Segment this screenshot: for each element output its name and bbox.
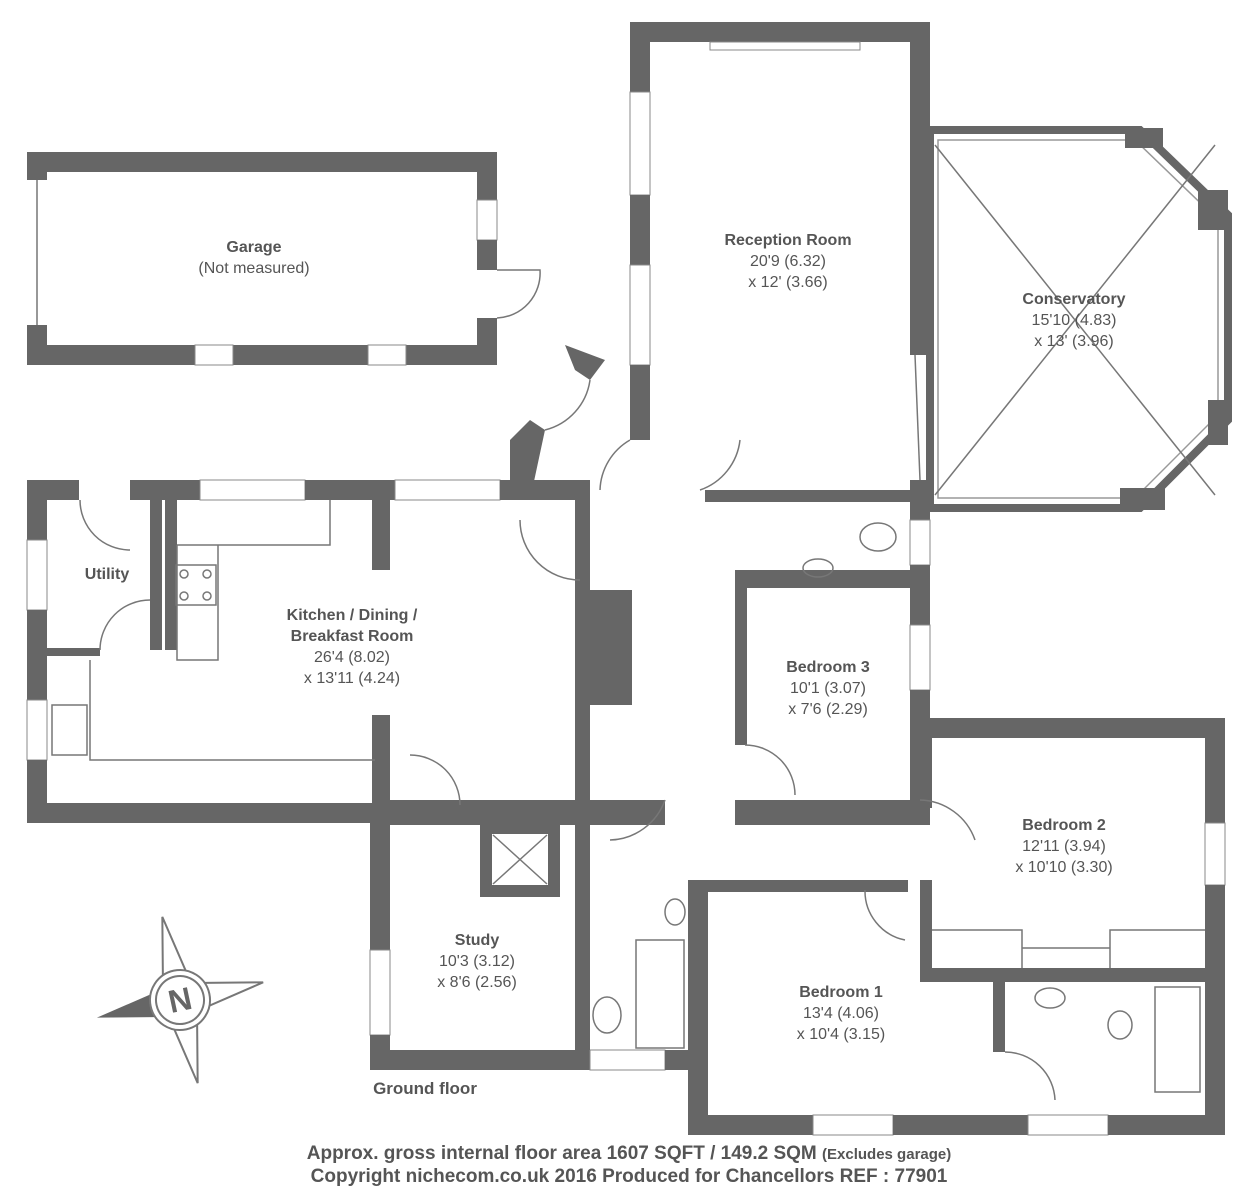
- room-dims: x 7'6 (2.29): [788, 701, 868, 718]
- room-dims: x 13' (3.96): [1034, 333, 1114, 350]
- area-text: Approx. gross internal floor area 1607 S…: [306, 1143, 817, 1164]
- room-dims: x 13'11 (4.24): [303, 670, 401, 687]
- room-dims: 15'10 (4.83): [1031, 312, 1117, 329]
- room-dims: x 12' (3.66): [748, 274, 828, 291]
- room-name: Bedroom 1: [799, 984, 883, 1001]
- room-name: Study: [454, 932, 500, 949]
- room-dims: 10'1 (3.07): [789, 680, 866, 697]
- room-label-bedroom2: Bedroom 2 12'11 (3.94) x 10'10 (3.30): [1015, 815, 1112, 878]
- room-dims: (Not measured): [198, 260, 310, 277]
- floor-label: Ground floor: [373, 1079, 477, 1098]
- entrance-walls: [510, 345, 741, 500]
- bedroom1-walls: [609, 799, 1225, 1136]
- room-name: Kitchen / Dining /: [286, 607, 418, 624]
- room-label-bedroom1: Bedroom 1 13'4 (4.06) x 10'4 (3.15): [797, 982, 885, 1045]
- room-name: Reception Room: [724, 232, 852, 249]
- room-dims: 13'4 (4.06): [803, 1005, 879, 1022]
- room-dims: 20'9 (6.32): [750, 253, 826, 270]
- room-name: Bedroom 2: [1022, 817, 1106, 834]
- room-name: Utility: [84, 566, 130, 583]
- footer-copyright: Copyright nichecom.co.uk 2016 Produced f…: [310, 1166, 948, 1187]
- room-dims: 10'3 (3.12): [438, 953, 515, 970]
- room-name: Conservatory: [1022, 291, 1126, 308]
- study-walls: [369, 754, 690, 1071]
- compass-icon: N: [96, 916, 264, 1084]
- room-label-conservatory: Conservatory 15'10 (4.83) x 13' (3.96): [1022, 289, 1125, 352]
- room-name: Bedroom 3: [786, 659, 870, 676]
- room-dims: 12'11 (3.94): [1022, 838, 1106, 855]
- room-label-kitchen: Kitchen / Dining / Breakfast Room 26'4 (8.…: [287, 605, 418, 689]
- room-dims: x 10'10 (3.30): [1015, 859, 1113, 876]
- room-name: Garage: [226, 239, 282, 256]
- room-dims: x 8'6 (2.56): [437, 974, 517, 991]
- room-label-bedroom3: Bedroom 3 10'1 (3.07) x 7'6 (2.29): [786, 657, 870, 720]
- room-label-garage: Garage (Not measured): [198, 237, 309, 279]
- room-label-reception: Reception Room 20'9 (6.32) x 12' (3.66): [724, 230, 851, 293]
- bedroom2-walls: [920, 718, 1226, 1135]
- room-dims: 26'4 (8.02): [313, 649, 390, 666]
- area-note: (Excludes garage): [822, 1146, 952, 1163]
- room-name: Breakfast Room: [290, 628, 414, 645]
- room-label-study: Study 10'3 (3.12) x 8'6 (2.56): [437, 930, 517, 993]
- garage-walls: [27, 152, 541, 366]
- room-label-utility: Utility: [85, 564, 129, 585]
- footer-area: Approx. gross internal floor area 1607 S…: [0, 1143, 1258, 1165]
- room-dims: x 10'4 (3.15): [796, 1026, 886, 1043]
- reception-walls: [629, 22, 930, 502]
- kitchen-walls: [26, 479, 665, 825]
